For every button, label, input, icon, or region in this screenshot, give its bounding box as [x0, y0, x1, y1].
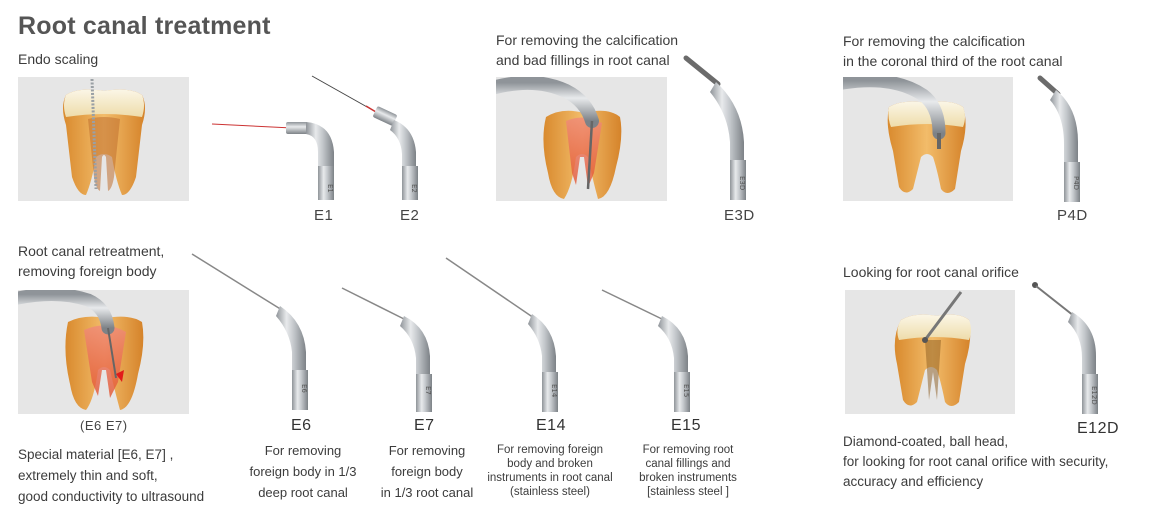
orifice-desc-line2: for looking for root canal orifice with …	[843, 454, 1109, 469]
e15-desc: For removing root canal fillings and bro…	[628, 443, 748, 499]
e14-desc: For removing foreign body and broken ins…	[478, 443, 622, 499]
e3d-code: E3D	[724, 207, 755, 224]
orifice-desc-line3: accuracy and efficiency	[843, 474, 984, 489]
e7-code: E7	[414, 417, 435, 434]
retreat-label-line2: removing foreign body	[18, 263, 157, 279]
e6-desc-line2: foreign body in 1/3	[249, 464, 357, 479]
orifice-desc-line1: Diamond-coated, ball head,	[843, 434, 1009, 449]
e14-tip-image: E14	[444, 256, 574, 414]
e1-engraving: E1	[326, 184, 334, 193]
p4d-tip-image: P4D	[1034, 72, 1104, 204]
e15-desc-line2: canal fillings and	[645, 458, 731, 470]
page-title: Root canal treatment	[18, 12, 271, 40]
retreat-image-caption: (E6 E7)	[80, 418, 128, 433]
orifice-label: Looking for root canal orifice	[843, 264, 1019, 280]
e12d-code: E12D	[1077, 420, 1120, 437]
e7-desc: For removing foreign body in 1/3 root ca…	[368, 440, 486, 503]
calc-coronal-label-line2: in the coronal third of the root canal	[843, 53, 1063, 69]
calc-coronal-photo	[843, 77, 1013, 201]
e3d-tip-image: E3D	[680, 52, 770, 202]
e7-desc-line2: foreign body	[391, 464, 463, 479]
e15-engraving: E15	[682, 384, 690, 397]
e12d-engraving: E12D	[1090, 386, 1098, 405]
retreat-desc-line3: good conductivity to ultrasound	[18, 489, 205, 504]
e7-desc-line1: For removing	[388, 443, 466, 458]
e6-desc-line1: For removing	[264, 443, 342, 458]
e15-desc-line4: [stainless steel ]	[647, 486, 729, 498]
e2-engraving: E2	[410, 184, 418, 193]
e3d-engraving: E3D	[738, 176, 746, 190]
e15-code: E15	[671, 417, 701, 434]
e15-tip-image: E15	[600, 288, 710, 414]
e15-desc-line3: broken instruments	[639, 472, 737, 484]
p4d-engraving: P4D	[1072, 176, 1080, 190]
calc-root-photo	[496, 77, 667, 201]
e14-code: E14	[536, 417, 566, 434]
e14-engraving: E14	[550, 384, 558, 398]
endo-scaling-photo	[18, 77, 189, 201]
endo-scaling-label: Endo scaling	[18, 51, 99, 67]
e1-tip-image: E1	[210, 72, 350, 202]
e1-code: E1	[314, 207, 334, 224]
calc-root-label-line2: and bad fillings in root canal	[496, 52, 670, 68]
calc-coronal-label-line1: For removing the calcification	[843, 33, 1026, 49]
p4d-code: P4D	[1057, 207, 1088, 224]
e15-desc-line1: For removing root	[642, 444, 734, 456]
retreat-label-line1: Root canal retreatment,	[18, 243, 165, 259]
e7-desc-line3: in 1/3 root canal	[380, 485, 474, 500]
retreat-photo	[18, 290, 189, 414]
e6-desc-line3: deep root canal	[258, 485, 348, 500]
e7-tip-image: E7	[340, 286, 450, 414]
e6-tip-image: E6	[190, 252, 320, 412]
orifice-photo	[845, 290, 1015, 414]
calc-root-label-line1: For removing the calcification	[496, 32, 679, 48]
e14-desc-line3: instruments in root canal	[487, 472, 613, 484]
e2-tip-image: E2	[306, 72, 426, 202]
e6-code: E6	[291, 417, 312, 434]
e14-desc-line1: For removing foreign	[496, 444, 604, 456]
e14-desc-line4: (stainless steel)	[510, 486, 590, 498]
e14-desc-line2: body and broken	[507, 458, 593, 470]
e12d-tip-image: E12D	[1030, 280, 1110, 416]
e6-engraving: E6	[300, 384, 308, 393]
e7-engraving: E7	[424, 386, 432, 395]
e2-code: E2	[400, 207, 420, 224]
retreat-desc-line2: extremely thin and soft,	[18, 468, 158, 483]
e6-desc: For removing foreign body in 1/3 deep ro…	[238, 440, 368, 503]
retreat-desc-line1: Special material [E6, E7] ,	[18, 447, 174, 462]
